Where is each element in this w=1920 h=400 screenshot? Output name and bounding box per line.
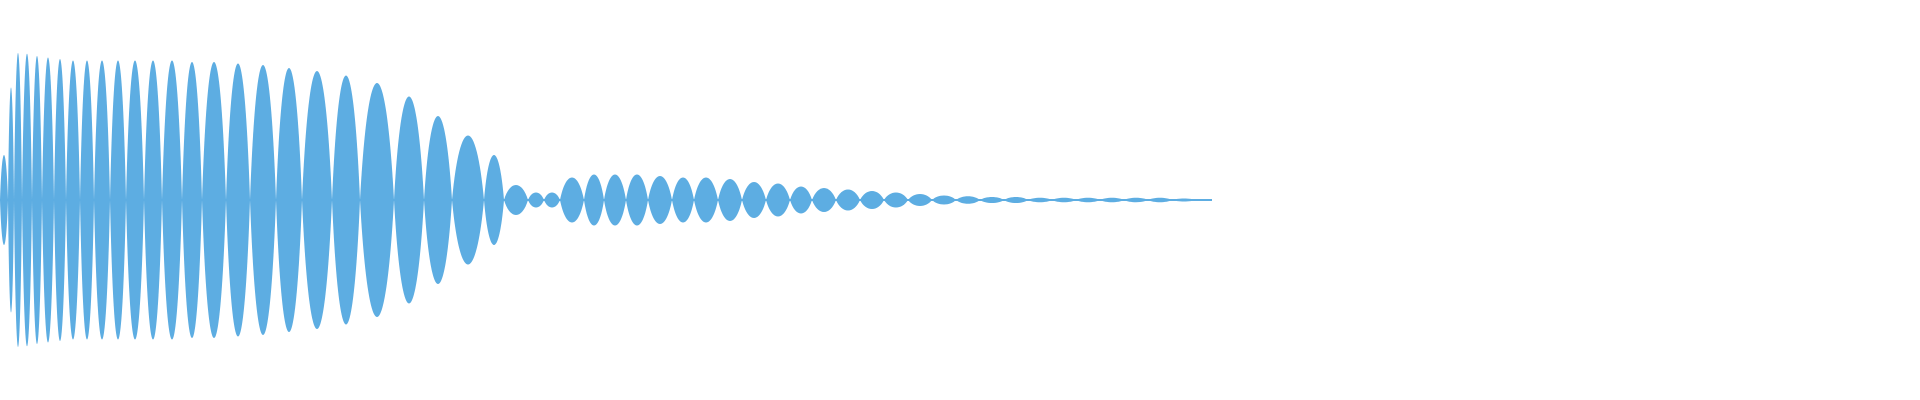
audio-waveform	[0, 53, 1212, 347]
waveform-canvas	[0, 53, 1212, 347]
